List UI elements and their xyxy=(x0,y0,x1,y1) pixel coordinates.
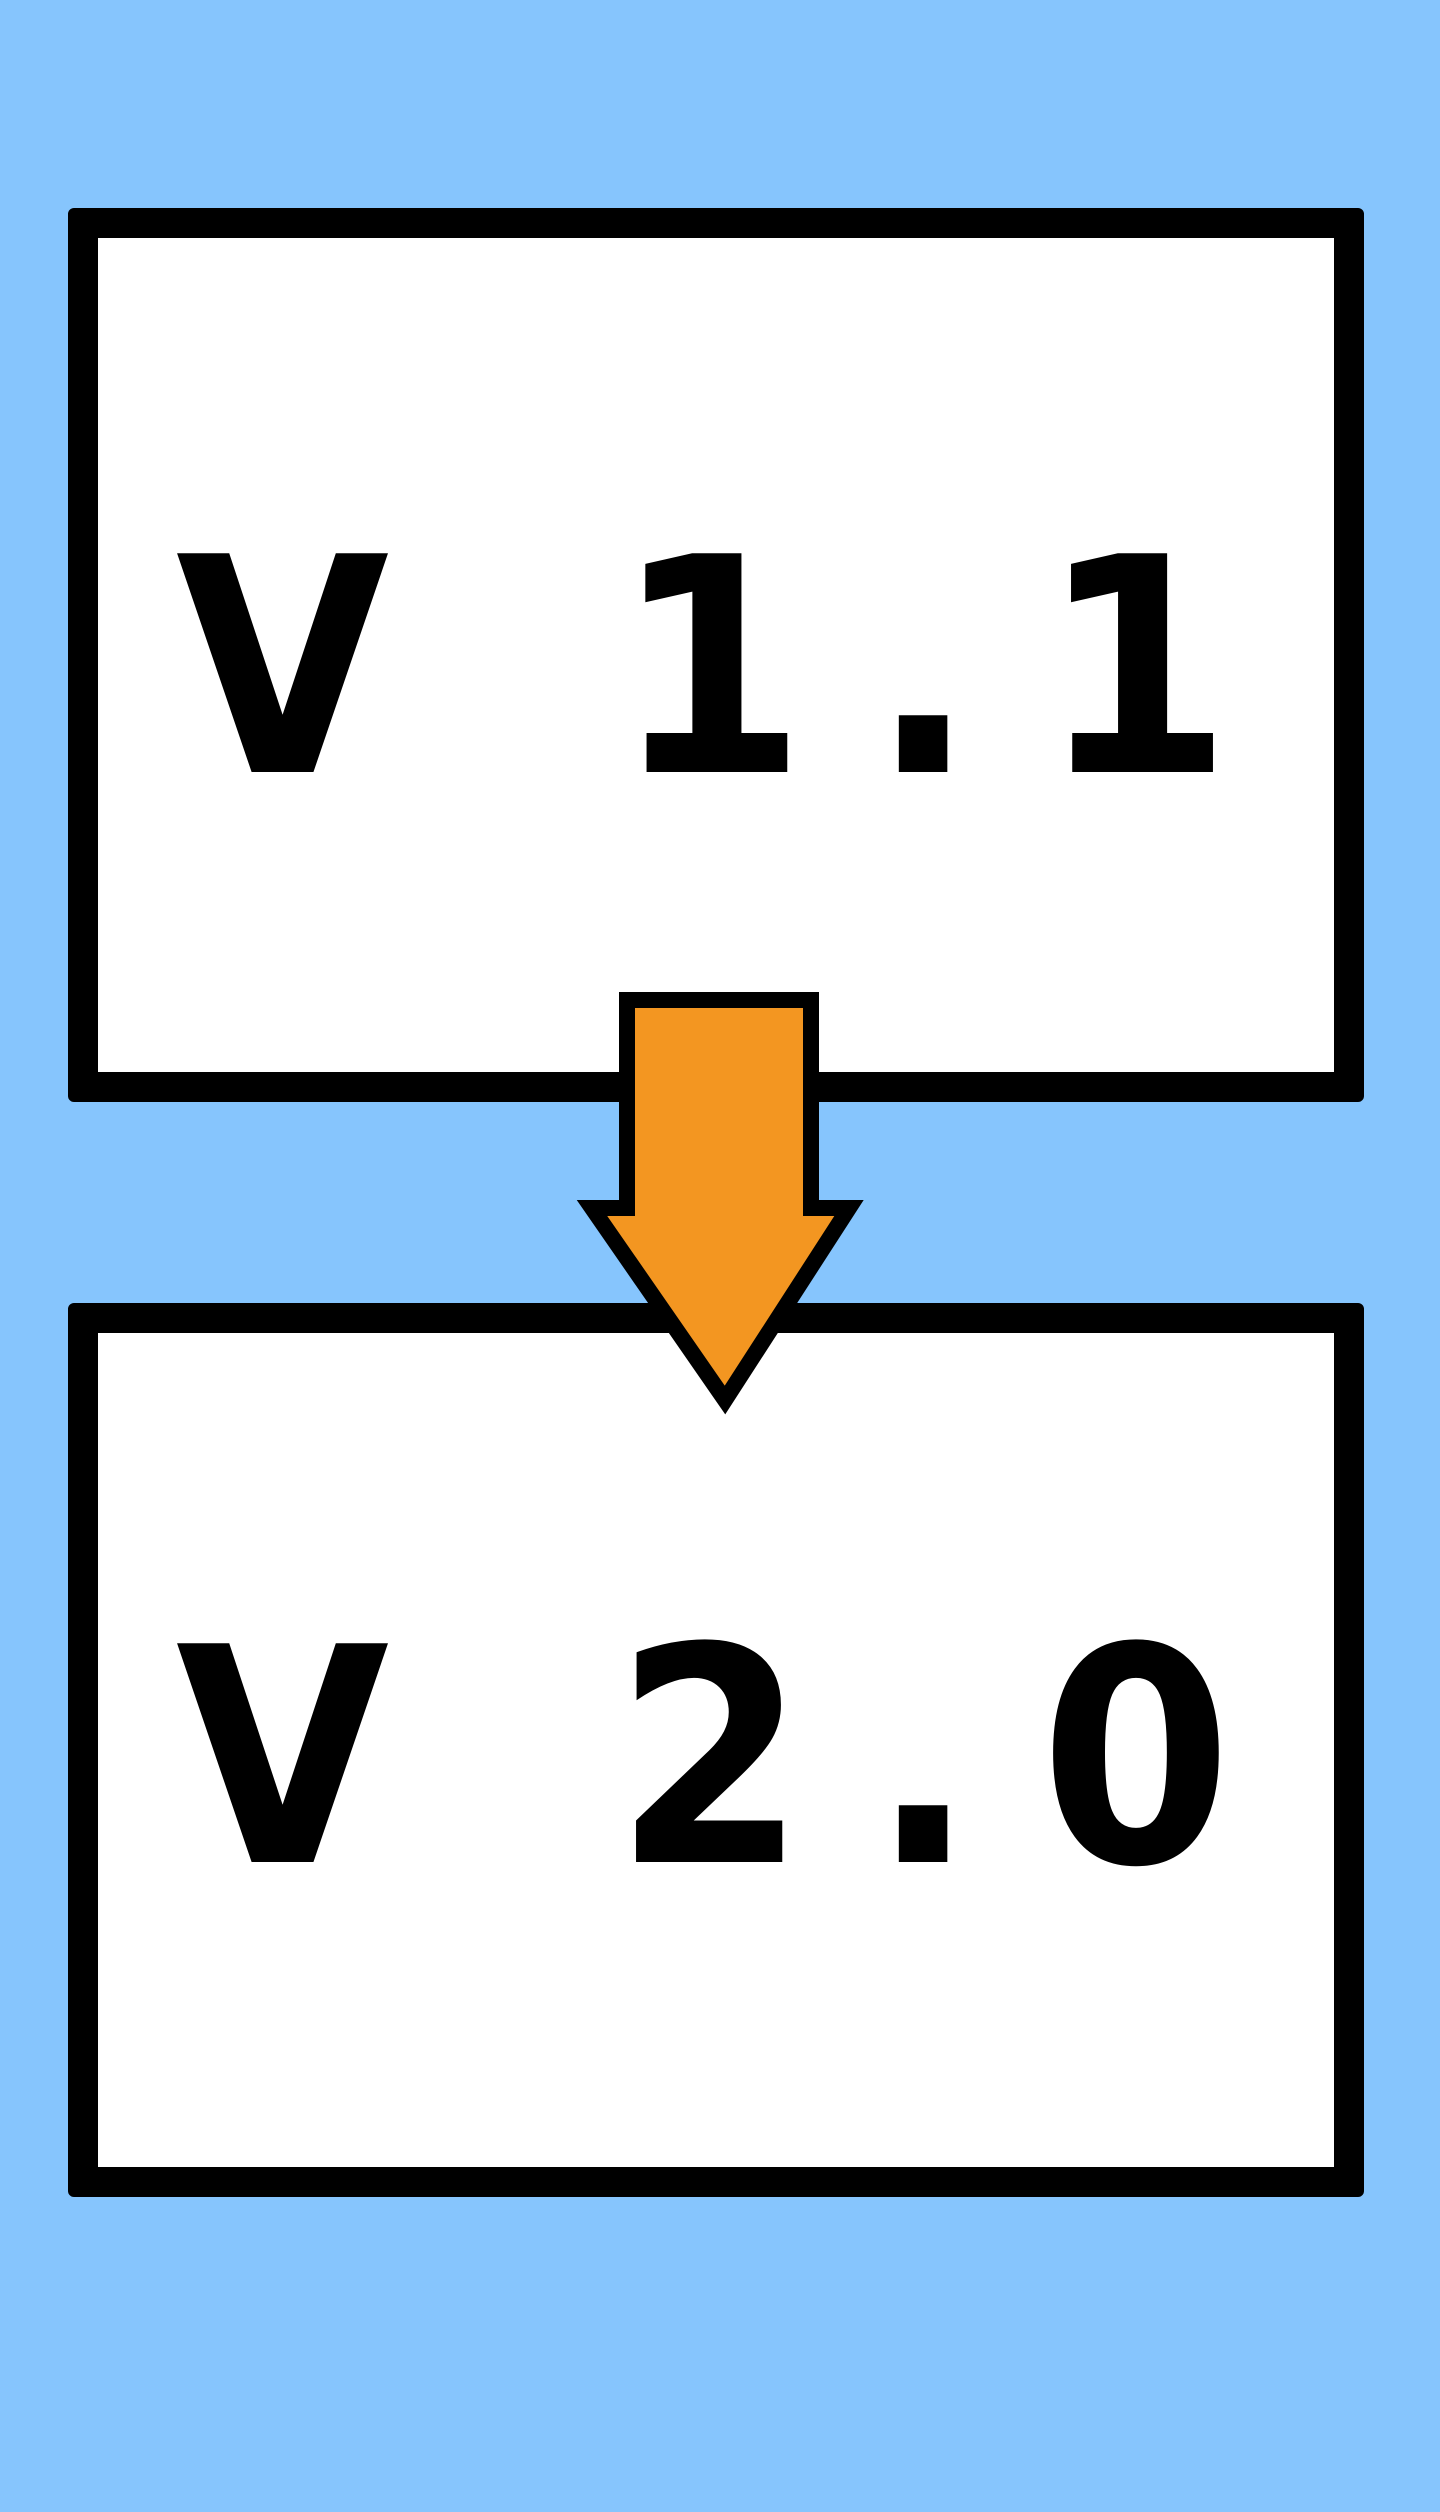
old-version-label: V 1.1 xyxy=(175,494,1297,843)
new-version-label: V 2.0 xyxy=(175,1584,1297,1933)
old-version-label-wrap: V 1.1 xyxy=(98,238,1334,1072)
old-version-box: V 1.1 xyxy=(68,208,1364,1102)
new-version-box: V 2.0 xyxy=(68,1303,1364,2197)
new-version-label-wrap: V 2.0 xyxy=(98,1333,1334,2167)
